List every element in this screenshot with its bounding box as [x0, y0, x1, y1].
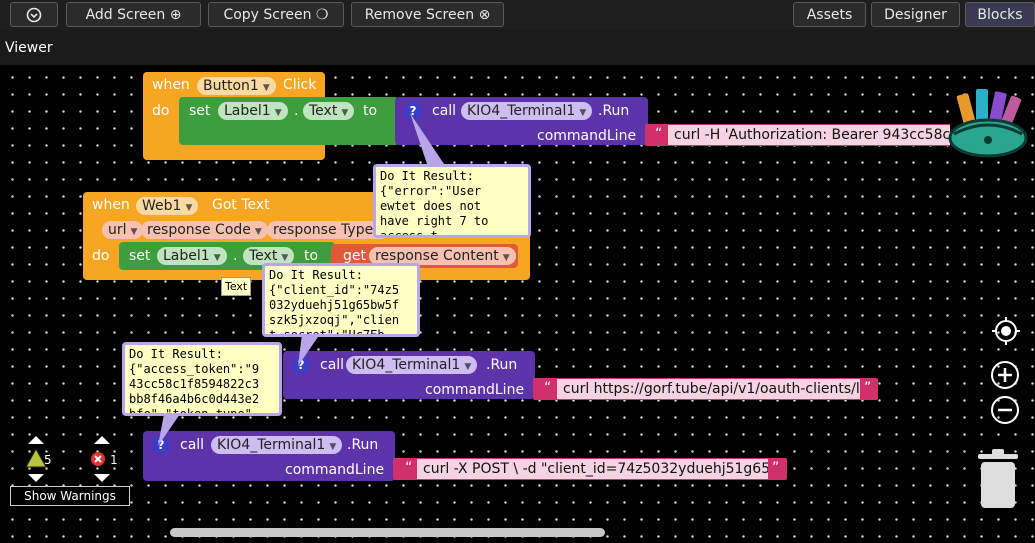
text-property-dropdown[interactable]: Text▼ — [243, 247, 295, 265]
when-label: when — [92, 197, 130, 213]
help-icon[interactable]: ? — [292, 356, 310, 374]
got-text-label: Got Text — [212, 197, 270, 213]
web1-dropdown[interactable]: Web1▼ — [136, 197, 199, 215]
assets-button[interactable]: Assets — [793, 2, 866, 27]
get-label: get — [343, 248, 366, 264]
zoom-in-button[interactable] — [990, 360, 1020, 390]
label1-dropdown[interactable]: Label1▼ — [218, 102, 288, 120]
response-content-dropdown[interactable]: response Content▼ — [369, 247, 516, 265]
warning-next-arrow-icon — [28, 474, 44, 482]
error-next-arrow-icon — [94, 474, 110, 482]
when-label: when — [152, 77, 190, 93]
minus-icon — [991, 396, 1019, 424]
dropdown-arrow-icon: ▼ — [502, 253, 510, 263]
dropdown-arrow-icon: ▼ — [185, 203, 193, 213]
plus-icon — [991, 361, 1019, 389]
help-icon[interactable]: ? — [152, 436, 170, 454]
response-code-param[interactable]: response Code▼ — [141, 221, 268, 239]
remove-screen-label: Remove Screen — [364, 7, 475, 23]
dropdown-arrow-icon: ▼ — [281, 253, 289, 263]
plus-circle-icon: ⊕ — [169, 7, 182, 23]
trash-can-icon[interactable] — [976, 448, 1020, 510]
click-label: Click — [283, 77, 317, 93]
zoom-out-button[interactable] — [990, 395, 1020, 425]
designer-button[interactable]: Designer — [871, 2, 960, 27]
dot-label: . — [233, 248, 238, 264]
call-label: call — [180, 437, 205, 453]
do-label: do — [152, 103, 170, 119]
copy-screen-label: Copy Screen — [223, 7, 312, 23]
label1-dropdown[interactable]: Label1▼ — [157, 247, 227, 265]
button1-dropdown[interactable]: Button1▼ — [197, 77, 276, 95]
viewer-header: Viewer — [0, 30, 1035, 65]
run-label: .Run — [347, 437, 379, 453]
viewer-title: Viewer — [5, 40, 53, 56]
kio4-terminal-dropdown[interactable]: KIO4_Terminal1▼ — [461, 102, 593, 120]
command-text-field-1[interactable]: curl -H 'Authorization: Bearer 943cc58c1… — [668, 125, 950, 145]
screen-dropdown-button[interactable] — [10, 2, 58, 27]
quote-open: “ — [655, 126, 663, 142]
copy-icon: ❍ — [316, 7, 329, 23]
chevron-down-circle-icon — [26, 7, 42, 23]
help-icon[interactable]: ? — [404, 102, 422, 120]
run-label: .Run — [598, 103, 630, 119]
recenter-button[interactable] — [992, 317, 1020, 345]
quote-open: “ — [544, 380, 552, 396]
set-label: set — [189, 103, 211, 119]
horizontal-scrollbar[interactable] — [170, 528, 605, 537]
add-screen-button[interactable]: Add Screen ⊕ — [66, 2, 201, 27]
dropdown-arrow-icon: ▼ — [130, 227, 138, 237]
dropdown-arrow-icon: ▼ — [579, 108, 587, 118]
text-tooltip: Text — [221, 277, 252, 296]
warning-count: 5 — [44, 453, 52, 467]
do-it-result-bubble-2[interactable]: Do It Result: {"client_id":"74z5 032ydue… — [262, 263, 420, 337]
dropdown-arrow-icon: ▼ — [254, 227, 262, 237]
run-label: .Run — [486, 357, 518, 373]
blocks-button[interactable]: Blocks — [965, 2, 1035, 27]
dropdown-arrow-icon: ▼ — [329, 442, 337, 452]
url-param[interactable]: url▼ — [102, 221, 144, 239]
commandline-label: commandLine — [285, 462, 385, 478]
kio4-terminal-dropdown[interactable]: KIO4_Terminal1▼ — [346, 356, 478, 374]
dropdown-arrow-icon: ▼ — [213, 253, 221, 263]
to-label: to — [363, 103, 378, 119]
set-label: set — [129, 248, 151, 264]
commandline-label: commandLine — [425, 382, 525, 398]
target-icon — [992, 317, 1020, 345]
dropdown-arrow-icon: ▼ — [262, 83, 270, 93]
call-label: call — [320, 357, 345, 373]
quote-close: ” — [772, 460, 780, 476]
error-prev-arrow-icon — [94, 436, 110, 444]
text-property-dropdown[interactable]: Text▼ — [303, 102, 355, 120]
commandline-label: commandLine — [537, 128, 637, 144]
quote-close: ” — [864, 380, 872, 396]
quote-open: “ — [405, 460, 413, 476]
close-circle-icon: ⊗ — [478, 7, 491, 23]
warning-triangle-icon — [25, 447, 47, 468]
error-count: 1 — [110, 453, 118, 467]
warning-prev-arrow-icon — [28, 436, 44, 444]
to-label: to — [304, 248, 319, 264]
dropdown-arrow-icon: ▼ — [464, 362, 472, 372]
show-warnings-button[interactable]: Show Warnings — [10, 486, 130, 506]
kio4-terminal-dropdown[interactable]: KIO4_Terminal1▼ — [211, 436, 343, 454]
dropdown-arrow-icon: ▼ — [341, 108, 349, 118]
add-screen-label: Add Screen — [85, 7, 166, 23]
do-it-result-bubble-3[interactable]: Do It Result: {"access_token":"9 43cc58c… — [122, 342, 282, 416]
top-toolbar: Add Screen ⊕ Copy Screen ❍ Remove Screen… — [0, 0, 1035, 30]
do-label: do — [92, 248, 110, 264]
command-text-field-3[interactable]: curl -X POST \ -d "client_id=74z5032ydue… — [417, 459, 768, 479]
response-type-param[interactable]: response Type▼ — [267, 221, 391, 239]
do-it-result-bubble-1[interactable]: Do It Result: {"error":"User ewtet does … — [373, 164, 531, 238]
remove-screen-button[interactable]: Remove Screen ⊗ — [351, 2, 504, 27]
command-text-field-2[interactable]: curl https://gorf.tube/api/v1/oauth-clie… — [557, 379, 860, 399]
backpack-icon[interactable] — [948, 86, 1028, 158]
call-label: call — [432, 103, 457, 119]
dropdown-arrow-icon: ▼ — [274, 108, 282, 118]
copy-screen-button[interactable]: Copy Screen ❍ — [208, 2, 344, 27]
dot-label: . — [294, 103, 299, 119]
